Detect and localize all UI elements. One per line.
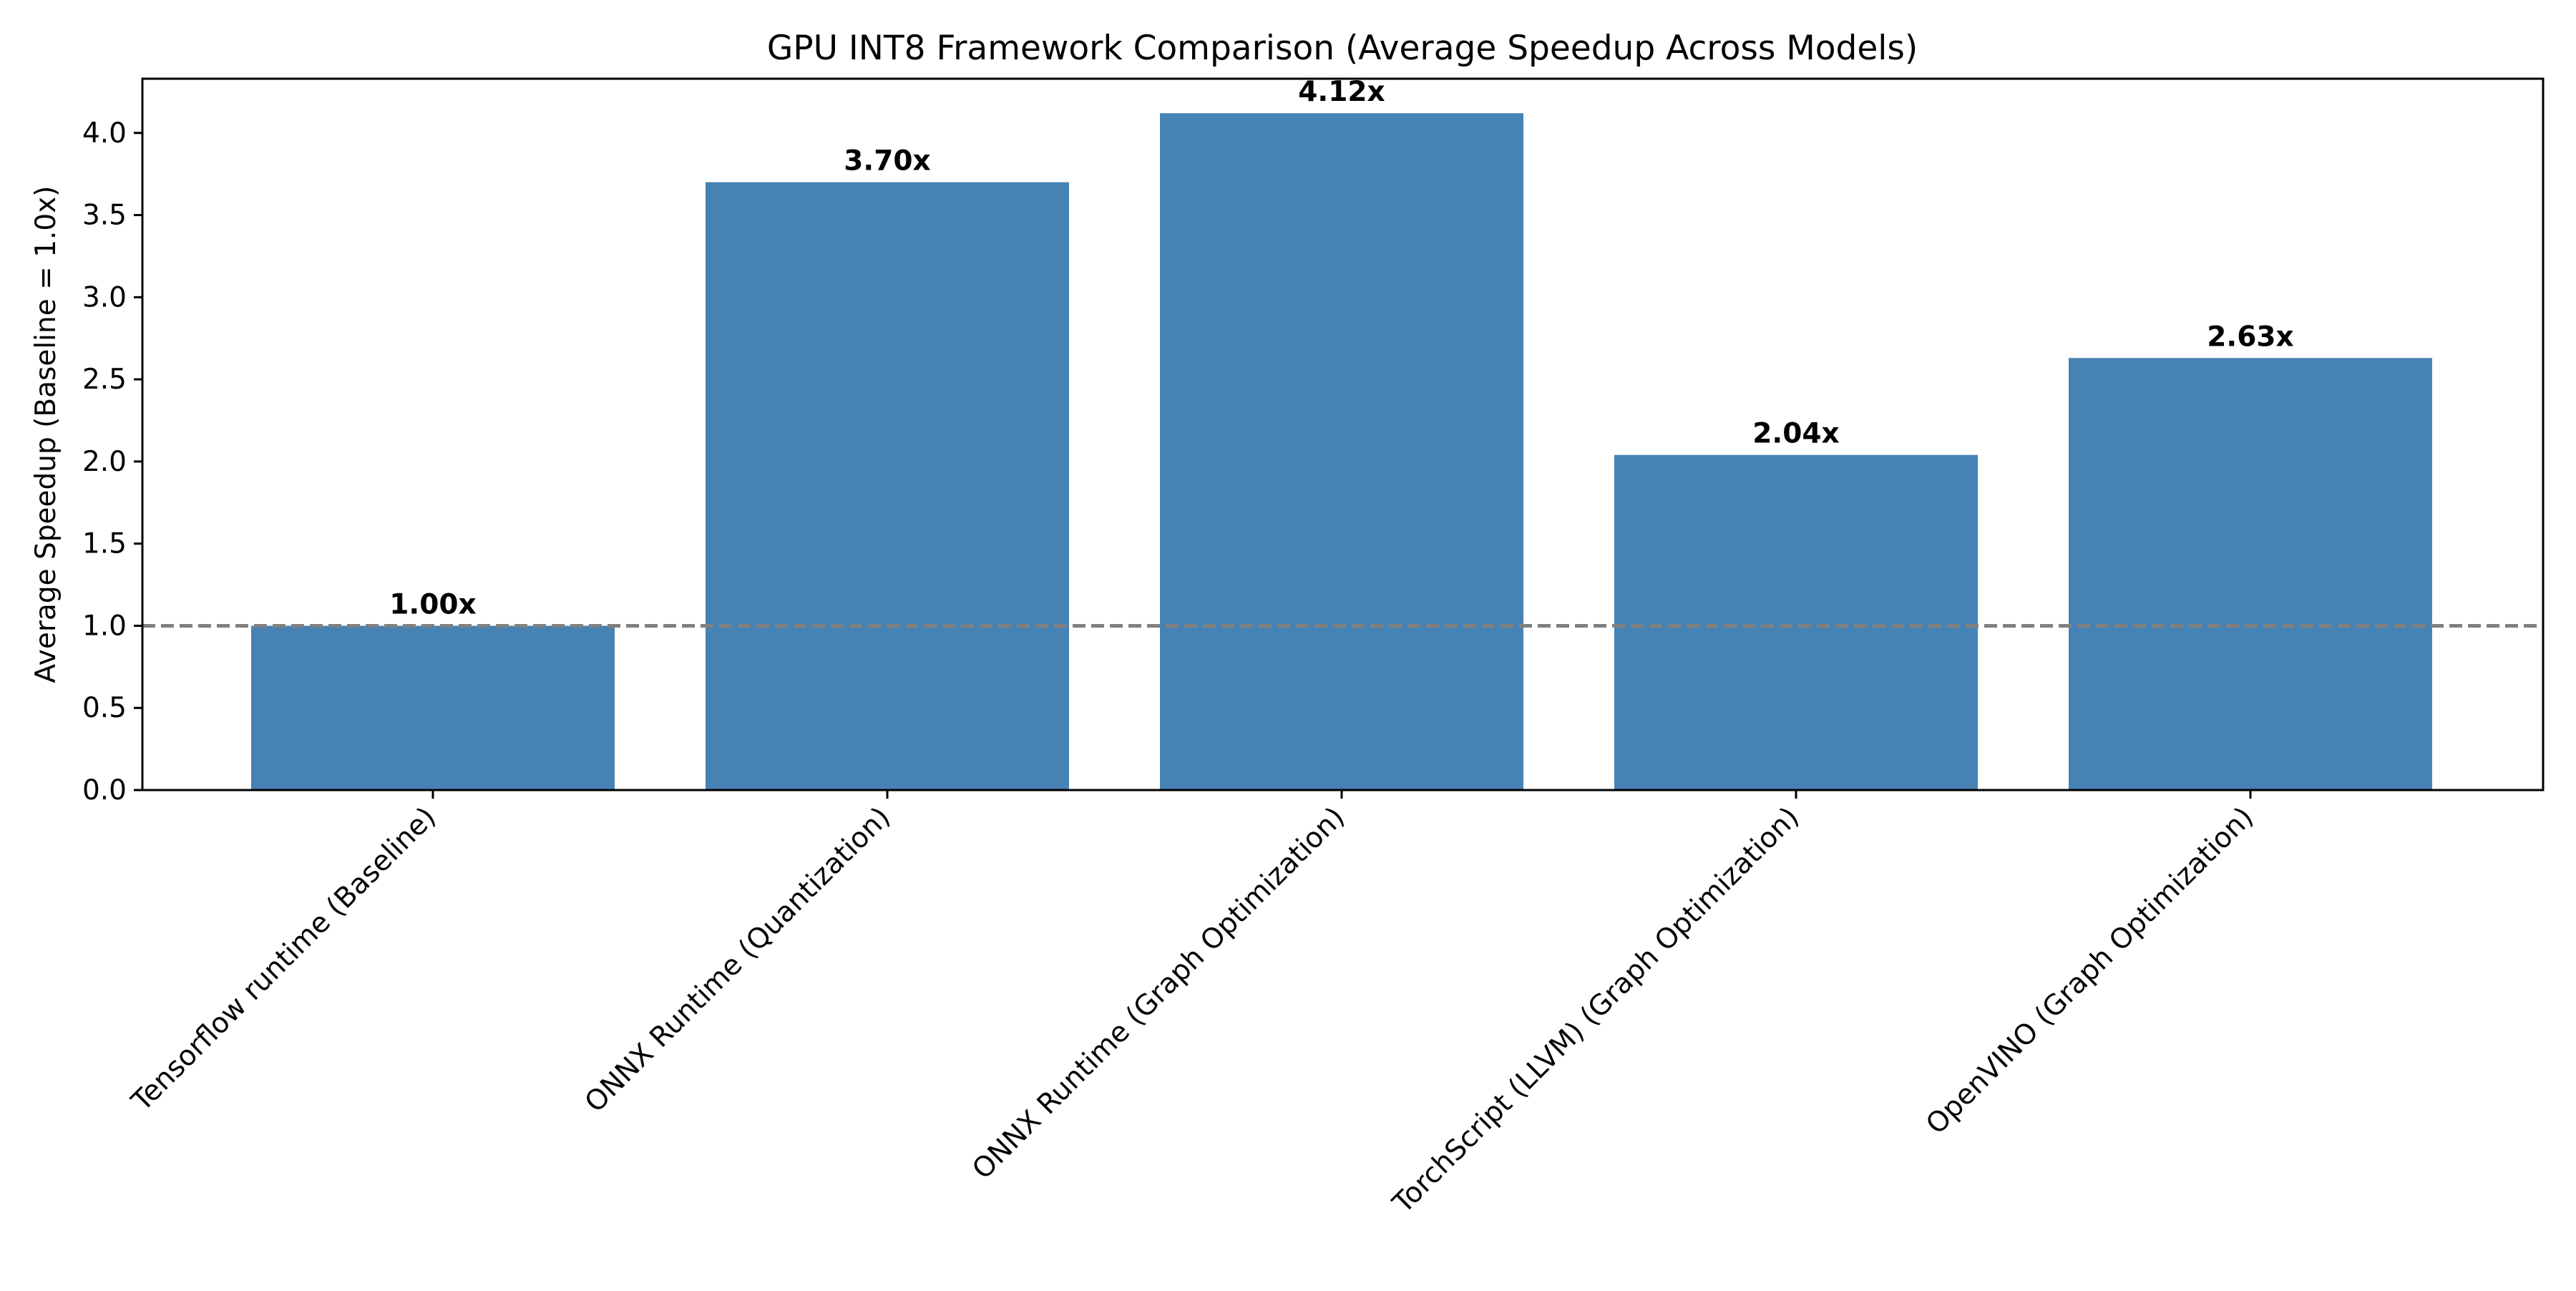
x-tick-label-0: Tensorflow runtime (Baseline) bbox=[125, 801, 442, 1118]
bars-layer bbox=[251, 113, 2432, 791]
y-tick-label-4: 2.0 bbox=[82, 446, 127, 478]
bar-3 bbox=[1160, 113, 1523, 790]
chart-title: GPU INT8 Framework Comparison (Average S… bbox=[767, 29, 1918, 68]
x-tick-label-2: ONNX Runtime (Graph Optimization) bbox=[966, 801, 1351, 1186]
y-tick-label-8: 4.0 bbox=[82, 117, 127, 150]
y-tick-label-1: 0.5 bbox=[82, 692, 127, 724]
data-labels-layer: 1.00x 3.70x 4.12x 2.04x 2.63x bbox=[389, 76, 2293, 620]
x-axis: Tensorflow runtime (Baseline) ONNX Runtim… bbox=[125, 790, 2260, 1220]
y-axis: 0.0 0.5 1.0 1.5 2.0 2.5 3.0 3.5 4.0 bbox=[82, 117, 142, 807]
data-label-4: 2.04x bbox=[1752, 418, 1839, 450]
y-tick-label-0: 0.0 bbox=[82, 774, 127, 807]
bar-4 bbox=[1614, 454, 1978, 790]
y-tick-label-6: 3.0 bbox=[82, 281, 127, 313]
bar-2 bbox=[706, 182, 1069, 791]
y-tick-label-5: 2.5 bbox=[82, 364, 127, 396]
y-tick-label-2: 1.0 bbox=[82, 610, 127, 642]
bar-5 bbox=[2069, 358, 2432, 790]
data-label-5: 2.63x bbox=[2207, 321, 2293, 353]
x-tick-label-4: OpenVINO (Graph Optimization) bbox=[1920, 801, 2260, 1141]
y-tick-label-7: 3.5 bbox=[82, 200, 127, 232]
data-label-2: 3.70x bbox=[844, 145, 930, 177]
data-label-3: 4.12x bbox=[1298, 76, 1385, 108]
x-tick-label-1: ONNX Runtime (Quantization) bbox=[579, 801, 897, 1119]
x-tick-label-3: TorchScript (LLVM) (Graph Optimization) bbox=[1386, 801, 1805, 1220]
y-tick-label-3: 1.5 bbox=[82, 528, 127, 560]
data-label-1: 1.00x bbox=[389, 588, 476, 620]
y-axis-label: Average Speedup (Baseline = 1.0x) bbox=[30, 185, 62, 683]
bar-1 bbox=[251, 625, 615, 790]
